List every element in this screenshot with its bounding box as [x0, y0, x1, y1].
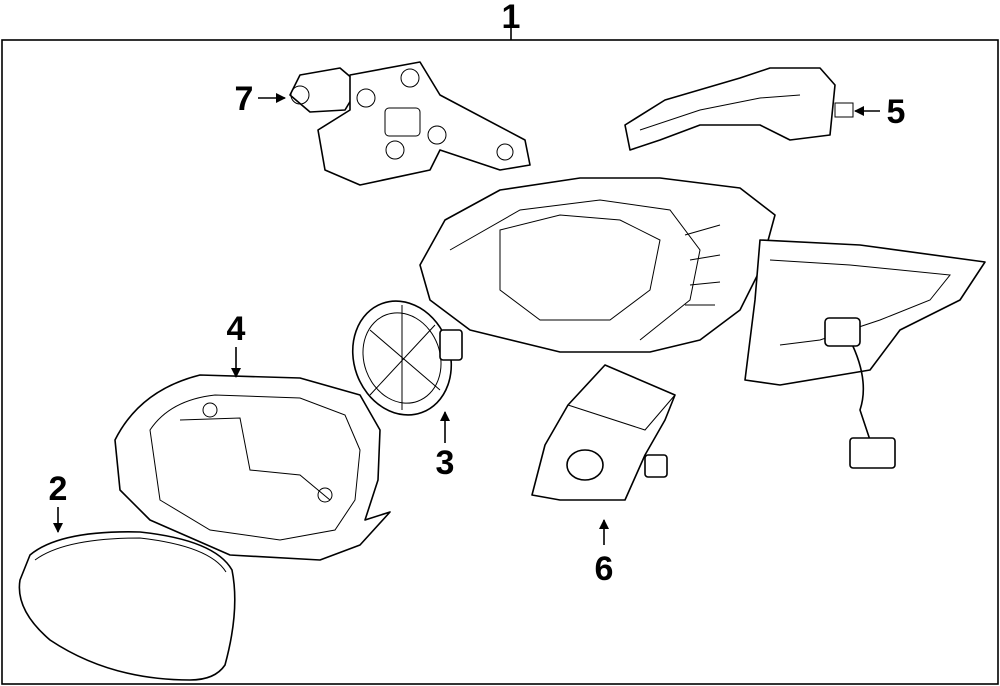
- callout-1: 1: [502, 0, 521, 40]
- callout-4: 4: [227, 310, 246, 378]
- callout-3: 3: [436, 411, 455, 482]
- callout-1-number: 1: [502, 0, 521, 36]
- callout-3-number: 3: [436, 444, 455, 482]
- part-4-mirror-frame: [114, 374, 391, 561]
- part-1-mirror-housing: [419, 177, 776, 353]
- callout-5-number: 5: [887, 93, 906, 131]
- callout-2: 2: [49, 470, 68, 533]
- callout-7: 7: [235, 80, 286, 118]
- callout-7-number: 7: [235, 80, 254, 118]
- callout-5: 5: [854, 93, 906, 131]
- part-2-mirror-glass: [18, 531, 236, 681]
- part-6-puddle-lamp: [531, 364, 676, 501]
- part-1-lamp-housing: [744, 239, 986, 469]
- callout-6: 6: [595, 519, 614, 588]
- part-3-actuator: [351, 300, 463, 416]
- assembly-frame: [1, 39, 999, 685]
- callout-2-number: 2: [49, 470, 68, 508]
- callout-6-number: 6: [595, 550, 614, 588]
- part-7-mounting-bracket: [289, 61, 531, 186]
- part-5-housing-cover: [624, 67, 854, 151]
- callout-4-number: 4: [227, 310, 246, 348]
